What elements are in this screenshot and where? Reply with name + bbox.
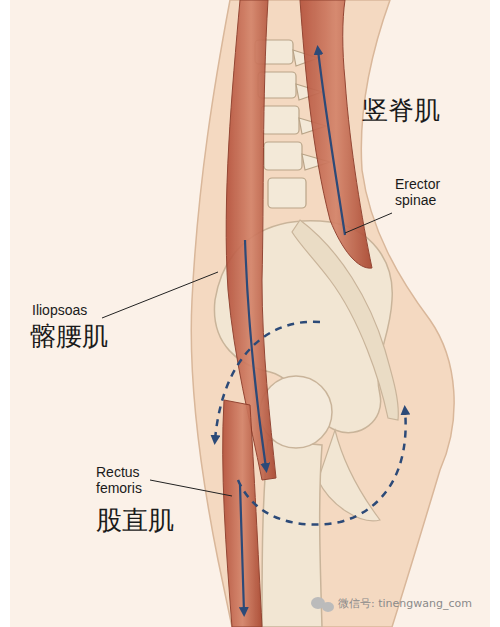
muscle-name-en: Iliopsoas [32,302,87,318]
muscle-name-en: Erector spinae [395,176,465,208]
muscle-name-en: Rectus femoris [96,464,166,496]
muscle-name-zh: 竖脊肌 [362,96,440,126]
ischium-bone [318,430,380,521]
background-panel [10,0,490,627]
rectus-femoris-muscle [223,400,262,627]
erector-spinae-muscle [300,0,372,268]
body-silhouette [191,0,454,627]
leader-lines [102,213,392,496]
rotation-arrow [215,322,406,525]
watermark-icon [311,597,334,612]
watermark: 微信号: tinengwang_com [338,596,472,611]
muscle-name-zh: 髂腰肌 [30,322,108,352]
force-arrows [240,50,345,612]
muscle-name-zh: 股直肌 [96,506,174,536]
